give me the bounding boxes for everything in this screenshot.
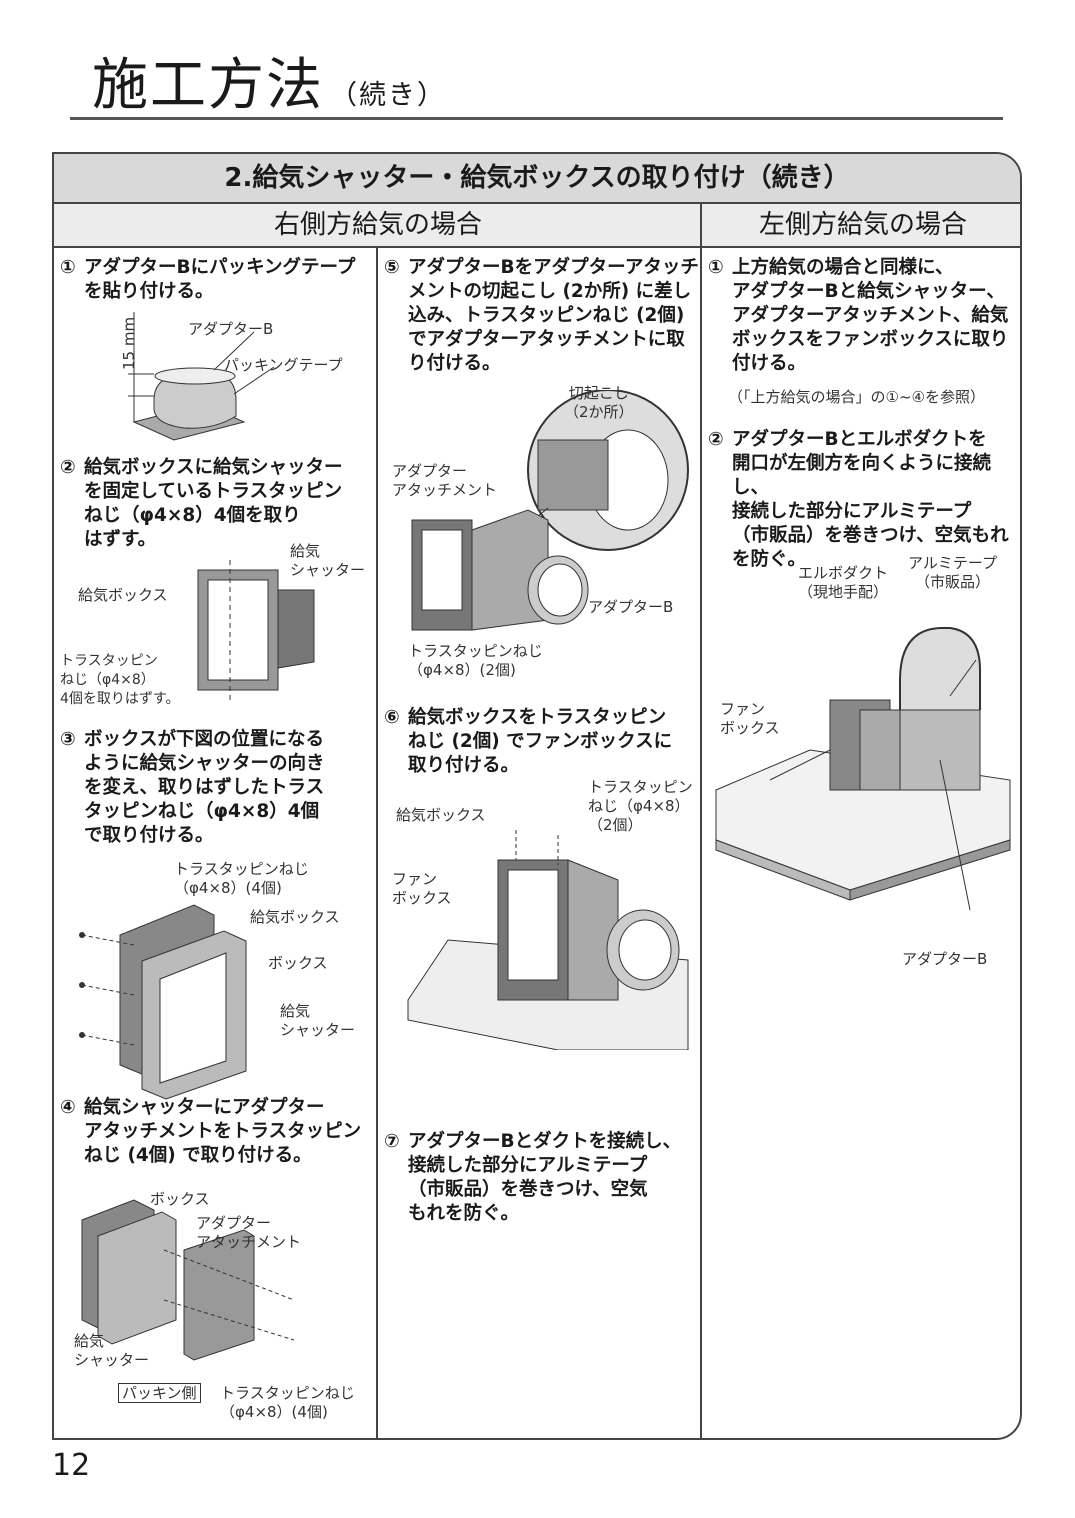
fig-adapter-tape xyxy=(128,312,275,441)
right-case-heading: 右側方給気の場合 xyxy=(54,204,702,248)
label-screw-6: トラスタッピン ねじ（φ4×8） （2個） xyxy=(588,778,693,834)
left-case-heading: 左側方給気の場合 xyxy=(702,204,1020,248)
fig-fan-box-install xyxy=(407,830,689,1050)
label-screw-5: トラスタッピンねじ （φ4×8）(2個) xyxy=(408,642,543,679)
label-box-3: ボックス xyxy=(268,954,328,972)
fig-box-assembly xyxy=(79,904,247,1100)
column-divider xyxy=(700,204,702,1438)
fig-left-side-install xyxy=(715,627,1011,911)
label-fan-box-left: ファン ボックス xyxy=(720,700,780,737)
label-cut-raised: 切起こし （2か所） xyxy=(564,384,634,421)
label-shutter-3: 給気 シャッター xyxy=(280,1002,356,1039)
page-title: 施工方法（続き） xyxy=(92,40,446,121)
page-title-main: 施工方法 xyxy=(92,53,324,118)
dim-15mm: 15 mm xyxy=(120,316,138,370)
label-shutter-4: 給気 シャッター xyxy=(74,1332,150,1369)
label-fan-box-6: ファン ボックス xyxy=(392,870,452,907)
label-adapter-b-5: アダプターB xyxy=(588,598,674,616)
page-number: 12 xyxy=(52,1448,91,1483)
fig-supply-box xyxy=(197,560,315,700)
label-screw-4b: トラスタッピンねじ （φ4×8）(4個) xyxy=(220,1384,355,1421)
page-title-sub: （続き） xyxy=(330,80,446,111)
section-heading: 2.給気シャッター・給気ボックスの取り付け（続き） xyxy=(54,154,1020,204)
label-attachment-4: アダプター アタッチメント xyxy=(196,1214,302,1251)
label-supply-box: 給気ボックス xyxy=(78,586,168,604)
label-packing-tape: パッキングテープ xyxy=(224,356,343,374)
label-packing-side: パッキン側 xyxy=(118,1383,201,1403)
fig-adapter-attach xyxy=(411,390,689,631)
label-shutter: 給気 シャッター xyxy=(290,542,366,579)
label-screws-remove: トラスタッピン ねじ（φ4×8） 4個を取りはずす。 xyxy=(60,653,180,707)
label-supply-box-6: 給気ボックス xyxy=(396,806,486,824)
title-rule xyxy=(70,117,1003,120)
instruction-frame: 2.給気シャッター・給気ボックスの取り付け（続き） 右側方給気の場合 左側方給気… xyxy=(52,152,1022,1440)
label-supply-box-3: 給気ボックス xyxy=(250,908,340,926)
label-alu-tape: アルミテープ （市販品） xyxy=(908,554,997,591)
label-screw-4: トラスタッピンねじ （φ4×8）(4個) xyxy=(174,860,309,897)
label-attachment-5: アダプター アタッチメント xyxy=(392,462,498,499)
column-divider xyxy=(376,248,378,1438)
left-step-1-note: （「上方給気の場合」の①~④を参照） xyxy=(728,388,985,406)
label-box-4: ボックス xyxy=(150,1190,210,1208)
label-elbow-duct: エルボダクト （現地手配） xyxy=(798,564,889,601)
fig-attachment xyxy=(81,1199,295,1361)
label-adapter-b-left: アダプターB xyxy=(902,950,988,968)
label-adapter-b: アダプターB xyxy=(188,320,274,338)
